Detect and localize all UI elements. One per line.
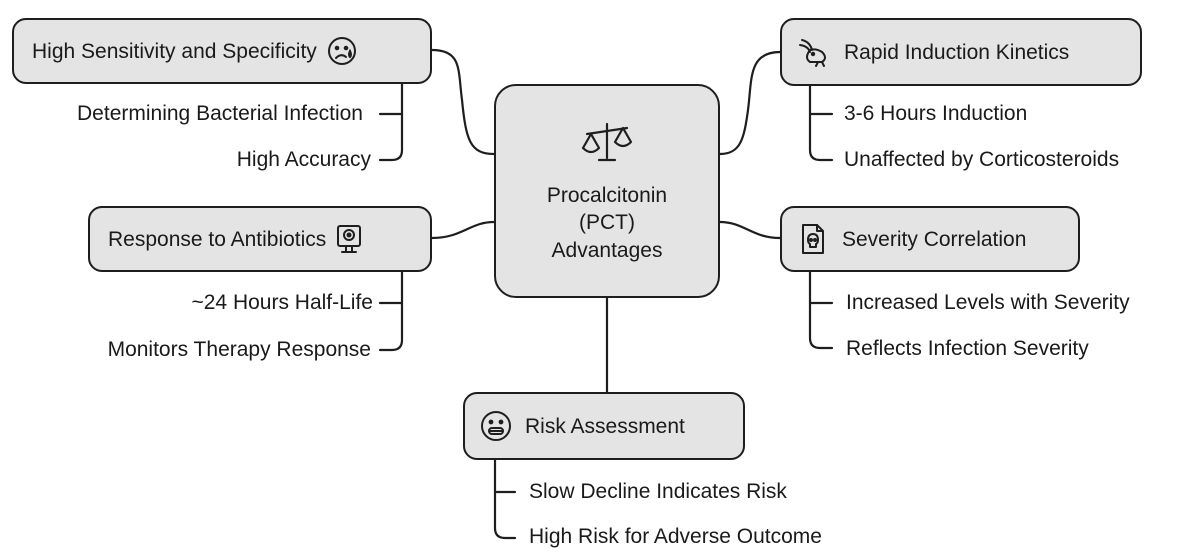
severity-item-1: Increased Levels with Severity xyxy=(846,291,1130,314)
center-title-line2: (PCT) xyxy=(579,211,635,235)
branch-kinetics-label: Rapid Induction Kinetics xyxy=(844,40,1070,64)
balance-scale-icon xyxy=(579,118,635,174)
antibiotics-item-1: ~24 Hours Half-Life xyxy=(191,291,373,314)
branch-severity-label: Severity Correlation xyxy=(842,227,1027,251)
antibiotics-item-2: Monitors Therapy Response xyxy=(107,338,371,361)
branch-risk: Risk Assessment xyxy=(463,392,745,460)
grimace-face-icon xyxy=(479,409,513,443)
center-title-line3: Advantages xyxy=(551,238,663,262)
sensitivity-item-2: High Accuracy xyxy=(236,148,371,171)
sensitivity-item-1: Determining Bacterial Infection xyxy=(77,102,363,125)
branch-severity: Severity Correlation xyxy=(780,206,1080,272)
risk-item-2: High Risk for Adverse Outcome xyxy=(529,525,822,548)
monitor-device-icon xyxy=(332,222,366,256)
kinetics-item-1: 3-6 Hours Induction xyxy=(844,102,1028,125)
risk-item-1: Slow Decline Indicates Risk xyxy=(529,480,787,503)
center-node: Procalcitonin (PCT) Advantages xyxy=(494,84,720,298)
branch-sensitivity-label: High Sensitivity and Specificity xyxy=(32,39,317,63)
kinetics-item-2: Unaffected by Corticosteroids xyxy=(844,148,1120,171)
branch-kinetics: Rapid Induction Kinetics xyxy=(780,18,1142,86)
branch-risk-label: Risk Assessment xyxy=(525,414,685,438)
severity-item-2: Reflects Infection Severity xyxy=(846,337,1089,360)
skull-document-icon xyxy=(796,222,830,256)
branch-antibiotics: Response to Antibiotics xyxy=(88,206,432,272)
branch-antibiotics-label: Response to Antibiotics xyxy=(108,227,327,251)
center-title-line1: Procalcitonin xyxy=(546,184,668,208)
rabbit-icon xyxy=(796,35,830,69)
worried-face-icon xyxy=(325,34,359,68)
branch-sensitivity: High Sensitivity and Specificity xyxy=(12,18,432,84)
